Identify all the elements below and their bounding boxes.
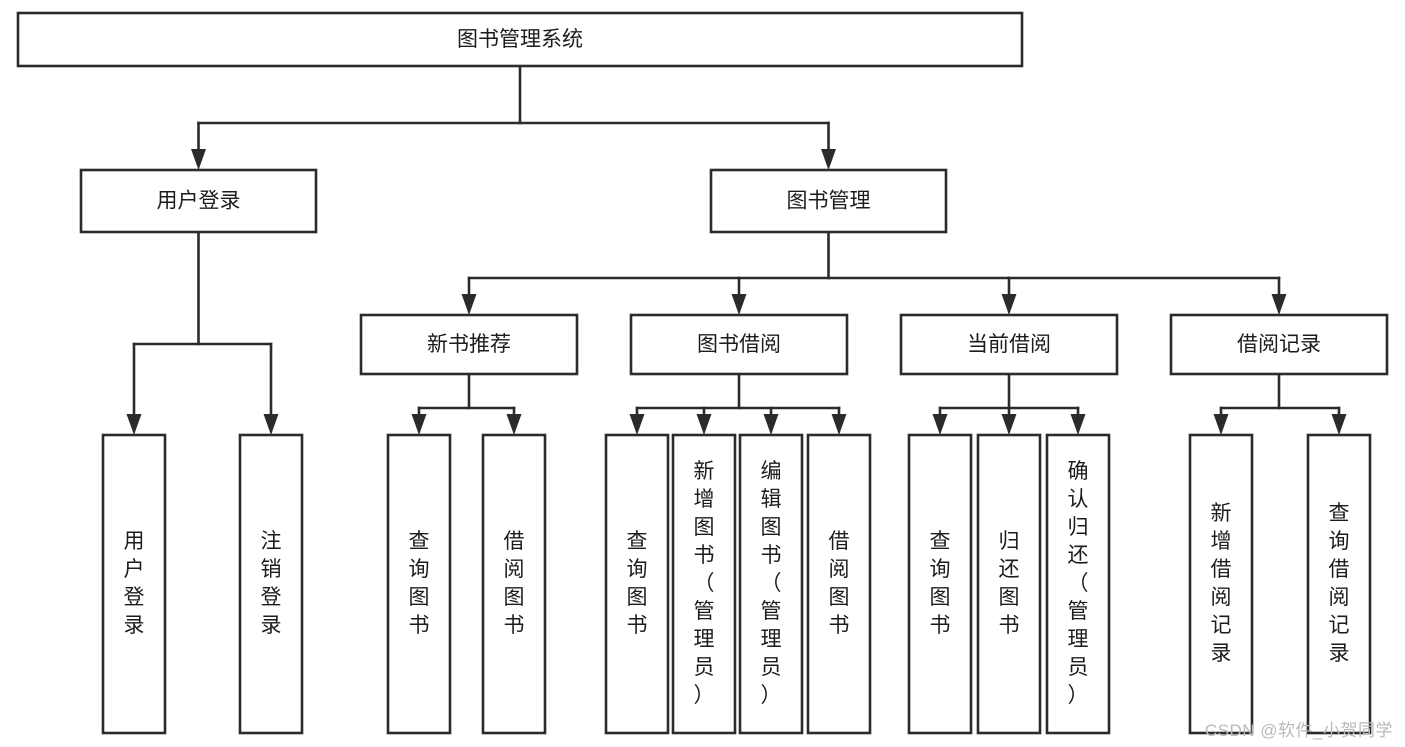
node-label-book-manage: 图书管理 (787, 190, 871, 213)
node-root[interactable]: 图书管理系统 (16, 11, 1024, 68)
connector-group-user-login (126, 230, 279, 435)
node-label-borrow-book-2: 借阅图书 (829, 530, 850, 637)
node-box-user-login-do (101, 433, 167, 735)
node-box-add-borrow-record (1188, 433, 1254, 735)
arrowhead-icon (1070, 414, 1086, 435)
arrowhead-icon (191, 149, 206, 170)
node-box-return-book (976, 433, 1042, 735)
arrowhead-icon (506, 414, 522, 435)
arrowhead-icon (629, 414, 645, 435)
node-box-borrow-record (1169, 313, 1389, 376)
node-borrow-book-2[interactable]: 借阅图书 (806, 433, 872, 735)
arrowhead-icon (461, 294, 477, 315)
arrowhead-icon (1271, 294, 1287, 315)
node-layer: 图书管理系统用户登录用户登录注销登录图书管理新书推荐查询图书借阅图书图书借阅查询… (16, 11, 1389, 735)
node-box-borrow-book-1 (481, 433, 547, 735)
connector-group-book-borrow (629, 372, 847, 435)
node-box-root (16, 11, 1024, 68)
node-label-edit-book: 编辑图书（管理员） (761, 460, 782, 707)
node-box-user-logout (238, 433, 304, 735)
arrowhead-icon (1001, 414, 1017, 435)
node-box-new-book-recommend (359, 313, 579, 376)
arrowhead-icon (696, 414, 712, 435)
node-box-add-book (671, 433, 737, 735)
node-label-add-borrow-record: 新增借阅记录 (1211, 502, 1232, 665)
node-box-query-book-3 (907, 433, 973, 735)
node-add-book[interactable]: 新增图书（管理员） (671, 433, 737, 735)
arrowhead-icon (411, 414, 427, 435)
node-user-login[interactable]: 用户登录 (79, 168, 318, 234)
connector-group-root (191, 64, 836, 170)
node-box-borrow-book-2 (806, 433, 872, 735)
node-confirm-return[interactable]: 确认归还（管理员） (1045, 433, 1111, 735)
node-borrow-record[interactable]: 借阅记录 (1169, 313, 1389, 376)
arrowhead-icon (932, 414, 948, 435)
node-borrow-book-1[interactable]: 借阅图书 (481, 433, 547, 735)
node-label-user-login: 用户登录 (157, 190, 241, 213)
arrowhead-icon (831, 414, 847, 435)
node-label-user-login-do: 用户登录 (124, 530, 145, 637)
node-return-book[interactable]: 归还图书 (976, 433, 1042, 735)
node-book-borrow[interactable]: 图书借阅 (629, 313, 849, 376)
node-label-current-borrow: 当前借阅 (967, 333, 1051, 356)
node-box-confirm-return (1045, 433, 1111, 735)
node-box-current-borrow (899, 313, 1119, 376)
node-box-book-borrow (629, 313, 849, 376)
node-box-query-book-1 (386, 433, 452, 735)
node-box-query-book-2 (604, 433, 670, 735)
node-box-query-borrow-record (1306, 433, 1372, 735)
node-query-book-3[interactable]: 查询图书 (907, 433, 973, 735)
node-label-return-book: 归还图书 (999, 530, 1020, 637)
node-add-borrow-record[interactable]: 新增借阅记录 (1188, 433, 1254, 735)
node-new-book-recommend[interactable]: 新书推荐 (359, 313, 579, 376)
node-label-new-book-recommend: 新书推荐 (427, 333, 511, 356)
node-label-borrow-record: 借阅记录 (1237, 333, 1321, 356)
node-query-book-2[interactable]: 查询图书 (604, 433, 670, 735)
node-user-login-do[interactable]: 用户登录 (101, 433, 167, 735)
node-query-borrow-record[interactable]: 查询借阅记录 (1306, 433, 1372, 735)
node-current-borrow[interactable]: 当前借阅 (899, 313, 1119, 376)
node-edit-book[interactable]: 编辑图书（管理员） (738, 433, 804, 735)
arrowhead-icon (1213, 414, 1229, 435)
node-label-query-borrow-record: 查询借阅记录 (1329, 502, 1350, 665)
node-label-add-book: 新增图书（管理员） (694, 460, 715, 707)
arrowhead-icon (263, 414, 279, 435)
node-label-query-book-3: 查询图书 (930, 530, 951, 637)
node-label-root: 图书管理系统 (457, 28, 583, 51)
node-query-book-1[interactable]: 查询图书 (386, 433, 452, 735)
node-label-confirm-return: 确认归还（管理员） (1068, 460, 1089, 707)
connector-group-borrow-record (1213, 372, 1347, 435)
connector-group-new-book-recommend (411, 372, 522, 435)
node-label-query-book-1: 查询图书 (409, 530, 430, 637)
arrowhead-icon (1001, 294, 1017, 315)
node-label-user-logout: 注销登录 (261, 530, 282, 637)
node-box-user-login (79, 168, 318, 234)
node-user-logout[interactable]: 注销登录 (238, 433, 304, 735)
connector-layer (126, 64, 1347, 435)
arrowhead-icon (821, 149, 836, 170)
arrowhead-icon (126, 414, 142, 435)
node-box-book-manage (709, 168, 948, 234)
node-book-manage[interactable]: 图书管理 (709, 168, 948, 234)
node-label-borrow-book-1: 借阅图书 (504, 530, 525, 637)
connector-group-book-manage (461, 230, 1287, 315)
node-label-query-book-2: 查询图书 (627, 530, 648, 637)
arrowhead-icon (1331, 414, 1347, 435)
connector-group-current-borrow (932, 372, 1086, 435)
node-box-edit-book (738, 433, 804, 735)
arrowhead-icon (763, 414, 779, 435)
arrowhead-icon (731, 294, 747, 315)
node-label-book-borrow: 图书借阅 (697, 333, 781, 356)
